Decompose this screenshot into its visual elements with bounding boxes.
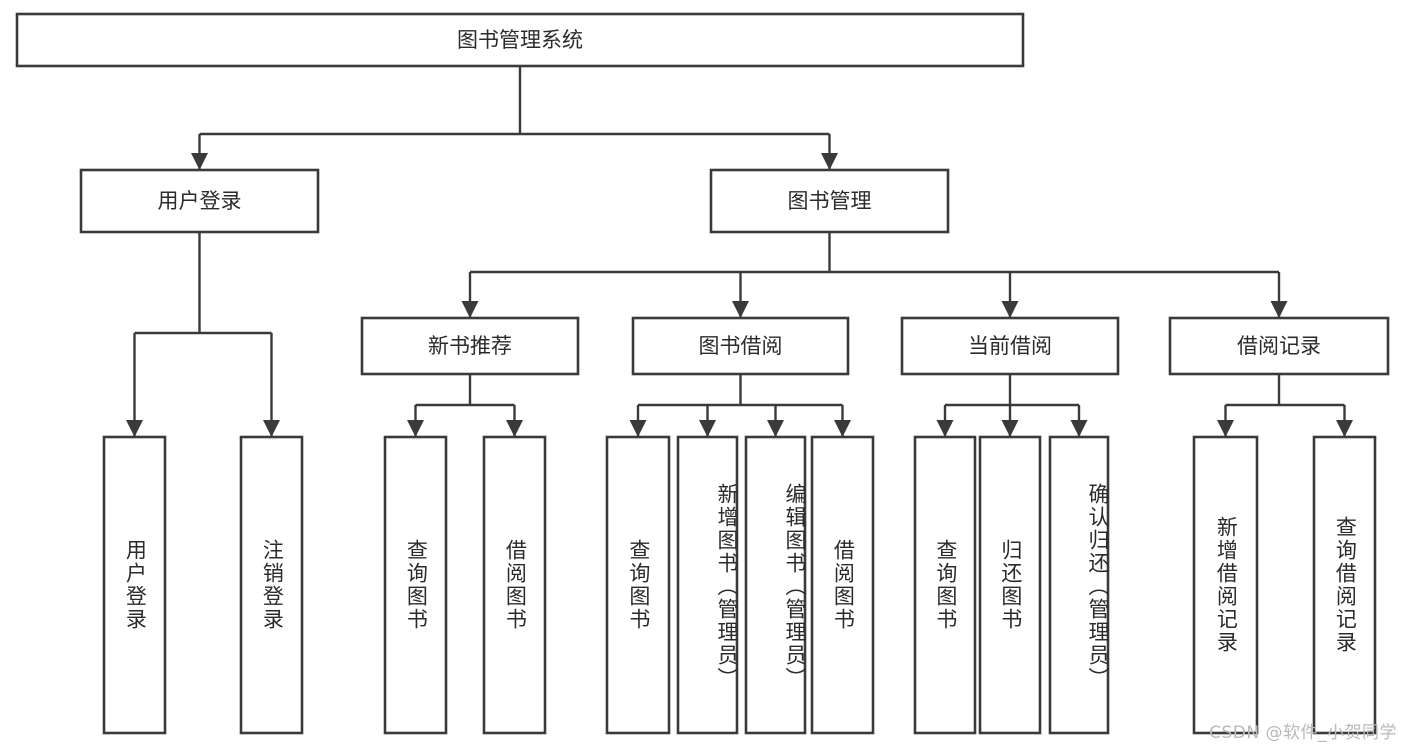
arrow-leaf-add-book <box>699 420 716 437</box>
arrow-book-manage <box>821 153 838 170</box>
connectors-layer <box>126 66 1353 437</box>
node-book-manage-rect[interactable] <box>709 168 950 234</box>
node-book-borrow-label: 图书借阅 <box>699 334 783 358</box>
node-leaf-borrow-book-2[interactable] <box>810 435 875 735</box>
node-leaf-add-book-rect[interactable] <box>676 435 739 735</box>
node-book-borrow-rect[interactable] <box>631 316 850 376</box>
node-leaf-edit-book-rect[interactable] <box>744 435 807 735</box>
node-leaf-query-book-3[interactable] <box>913 435 977 735</box>
node-leaf-logout[interactable] <box>239 435 304 735</box>
node-book-borrow[interactable]: 图书借阅 <box>631 316 850 376</box>
arrow-leaf-borrow-book-1 <box>506 420 523 437</box>
arrow-leaf-logout <box>263 420 280 437</box>
node-current-borrow-rect[interactable] <box>900 316 1120 376</box>
node-user-login-label: 用户登录 <box>158 189 242 213</box>
node-leaf-confirm-return-rect[interactable] <box>1048 435 1110 735</box>
node-user-login-rect[interactable] <box>79 168 320 234</box>
node-current-borrow-label: 当前借阅 <box>968 334 1052 358</box>
node-borrow-record-label: 借阅记录 <box>1237 334 1321 358</box>
arrow-new-book-recommend <box>461 301 479 318</box>
arrow-leaf-confirm-return <box>1070 420 1088 437</box>
node-book-manage[interactable]: 图书管理 <box>709 168 950 234</box>
node-leaf-query-book-1[interactable] <box>383 435 448 735</box>
arrow-current-borrow <box>1001 301 1019 318</box>
watermark-text: CSDN @软件_小贺同学 <box>1209 723 1397 743</box>
node-leaf-query-book-2[interactable] <box>605 435 671 735</box>
node-leaf-query-book-3-rect[interactable] <box>913 435 977 735</box>
node-user-login[interactable]: 用户登录 <box>79 168 320 234</box>
node-leaf-return-book[interactable] <box>978 435 1042 735</box>
node-new-book-recommend-rect[interactable] <box>360 316 580 376</box>
node-leaf-query-book-1-rect[interactable] <box>383 435 448 735</box>
node-leaf-borrow-book-1-rect[interactable] <box>482 435 547 735</box>
node-root-rect[interactable] <box>15 12 1025 68</box>
node-book-manage-label: 图书管理 <box>788 189 872 213</box>
node-leaf-return-book-rect[interactable] <box>978 435 1042 735</box>
arrow-user-login <box>191 153 208 170</box>
arrow-leaf-query-book-3 <box>936 420 954 437</box>
node-new-book-recommend[interactable]: 新书推荐 <box>360 316 580 376</box>
node-root-label: 图书管理系统 <box>457 28 583 52</box>
node-leaf-confirm-return[interactable] <box>1048 435 1110 735</box>
arrow-book-borrow <box>732 301 749 318</box>
node-leaf-borrow-book-1[interactable] <box>482 435 547 735</box>
node-leaf-add-record[interactable] <box>1192 435 1259 735</box>
node-leaf-user-login-rect[interactable] <box>102 435 167 735</box>
node-leaf-query-record-rect[interactable] <box>1312 435 1377 735</box>
arrow-leaf-add-record <box>1217 420 1234 437</box>
node-leaf-add-book[interactable] <box>676 435 739 735</box>
node-borrow-record[interactable]: 借阅记录 <box>1168 316 1390 376</box>
node-leaf-borrow-book-2-rect[interactable] <box>810 435 875 735</box>
node-leaf-add-record-rect[interactable] <box>1192 435 1259 735</box>
node-root[interactable]: 图书管理系统 <box>15 12 1025 68</box>
arrow-leaf-query-book-2 <box>629 420 647 437</box>
arrow-leaf-query-book-1 <box>407 420 424 437</box>
node-new-book-recommend-label: 新书推荐 <box>428 334 512 358</box>
node-leaf-query-record[interactable] <box>1312 435 1377 735</box>
node-leaf-user-login[interactable] <box>102 435 167 735</box>
node-leaf-logout-rect[interactable] <box>239 435 304 735</box>
arrow-leaf-edit-book <box>767 420 784 437</box>
node-borrow-record-rect[interactable] <box>1168 316 1390 376</box>
arrow-leaf-borrow-book-2 <box>834 420 851 437</box>
arrow-leaf-user-login <box>126 420 143 437</box>
node-leaf-query-book-2-rect[interactable] <box>605 435 671 735</box>
arrow-leaf-query-record <box>1336 420 1353 437</box>
arrow-borrow-record <box>1270 301 1288 318</box>
arrow-leaf-return-book <box>1001 420 1019 437</box>
node-current-borrow[interactable]: 当前借阅 <box>900 316 1120 376</box>
node-leaf-edit-book[interactable] <box>744 435 807 735</box>
